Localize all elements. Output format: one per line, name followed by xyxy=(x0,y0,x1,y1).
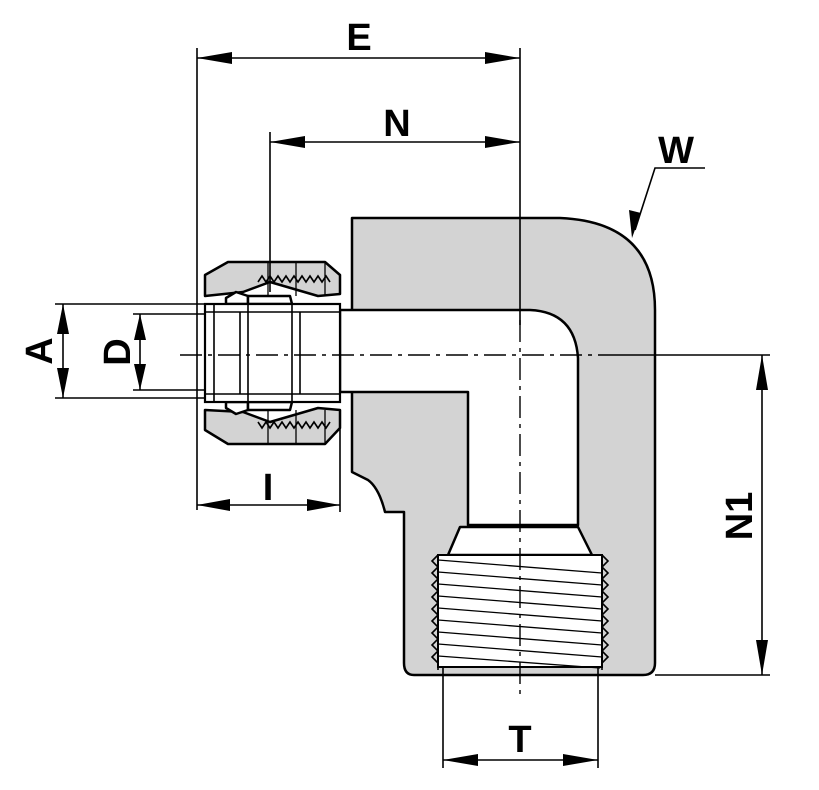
label-N1: N1 xyxy=(719,492,761,541)
dimension-I xyxy=(197,410,341,512)
label-N: N xyxy=(383,103,410,145)
label-A: A xyxy=(19,337,61,364)
dimension-T xyxy=(442,667,599,768)
leader-W xyxy=(629,167,705,238)
label-D: D xyxy=(97,338,139,365)
dimension-E xyxy=(196,48,521,510)
dimension-D xyxy=(133,313,205,391)
dimension-N1 xyxy=(598,354,770,676)
flow-bore xyxy=(338,308,580,527)
dimension-A xyxy=(55,303,205,399)
label-I: I xyxy=(263,467,274,509)
label-T: T xyxy=(508,719,531,761)
label-E: E xyxy=(346,17,371,59)
tube xyxy=(203,302,342,404)
compression-nut xyxy=(203,260,342,446)
dimension-N xyxy=(269,132,520,292)
label-W: W xyxy=(658,130,694,172)
